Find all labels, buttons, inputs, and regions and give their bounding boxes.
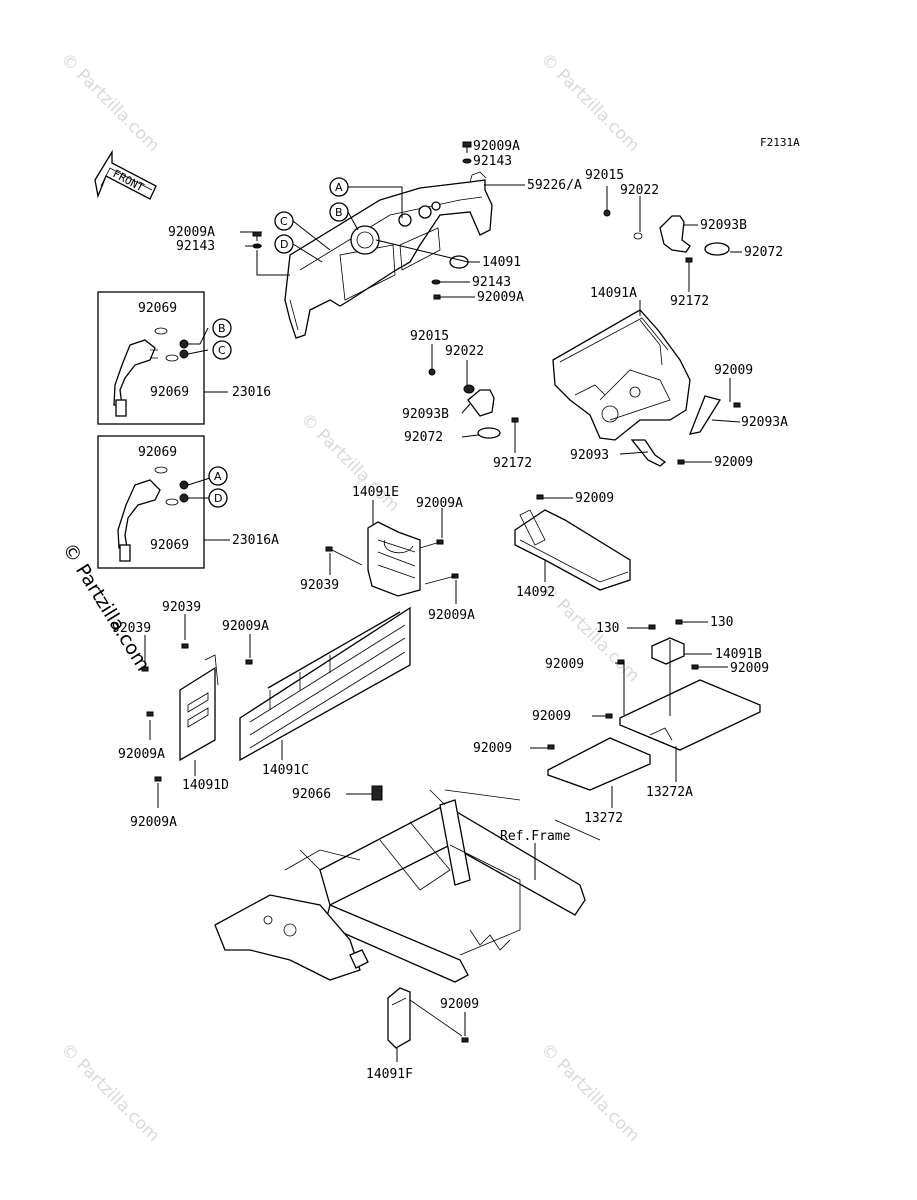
callout-group-top: A B C D (256, 177, 403, 276)
shelf-14092-part (514, 494, 631, 591)
watermark-text: © Partzilla.com (536, 49, 643, 156)
part-label: 92143 (473, 154, 512, 169)
cap-part (449, 255, 469, 269)
leader-lines-top (240, 184, 525, 298)
tray-14091a-part (552, 309, 741, 467)
watermark-text: © Partzilla.com (296, 409, 403, 516)
part-label: 14091B (715, 647, 762, 662)
part-label: 92069 (138, 445, 177, 460)
part-label: 23016A (232, 533, 279, 548)
part-label: 92039 (162, 600, 201, 615)
part-label: 92072 (744, 245, 783, 260)
harness-23016-box (97, 291, 228, 425)
part-label: 92039 (300, 578, 339, 593)
callout-d (208, 488, 228, 508)
part-label: 14091D (182, 778, 229, 793)
callout-a: A (214, 470, 222, 483)
part-label: 59226/A (527, 178, 582, 193)
bracket-14091f-part (387, 987, 469, 1062)
part-label: 92009A (222, 619, 269, 634)
part-label: 92009A (473, 139, 520, 154)
part-label: 92009 (730, 661, 769, 676)
front-arrow-icon: FRONT (94, 149, 157, 200)
part-label: 14092 (516, 585, 555, 600)
watermark-group: © Partzilla.com © Partzilla.com © Partzi… (56, 49, 643, 1146)
frame-part (214, 785, 601, 983)
part-label: 92009A (477, 290, 524, 305)
part-label: 92069 (138, 301, 177, 316)
part-label: 23016 (232, 385, 271, 400)
part-label: Ref.Frame (500, 829, 571, 844)
part-label: 13272 (584, 811, 623, 826)
part-label: 92022 (620, 183, 659, 198)
part-label: 92069 (150, 538, 189, 553)
floor-plates-part (547, 619, 761, 791)
part-label: 92066 (292, 787, 331, 802)
part-label: 14091 (482, 255, 521, 270)
harness-23016a-box (97, 435, 230, 569)
part-label: 92009 (575, 491, 614, 506)
callout-c: C (280, 215, 288, 228)
part-label: 14091A (590, 286, 637, 301)
panel-14091c-part (239, 606, 411, 762)
part-label: 92172 (670, 294, 709, 309)
part-label: 92039 (112, 621, 151, 636)
part-label: 92072 (404, 430, 443, 445)
panel-14091e-part (325, 521, 459, 597)
dash-panel-part (284, 171, 493, 339)
callout-c: C (218, 344, 226, 357)
part-label: 92093B (700, 218, 747, 233)
part-label: 92022 (445, 344, 484, 359)
part-label: 92069 (150, 385, 189, 400)
watermark-main: © Partzilla.com (58, 539, 154, 675)
callout-b: B (335, 206, 343, 219)
callout-c (212, 340, 232, 360)
part-label: 92093A (741, 415, 788, 430)
bracket-14091d-part (141, 643, 219, 782)
callout-d: D (214, 492, 222, 505)
part-label: 92093B (402, 407, 449, 422)
part-label: 92009 (545, 657, 584, 672)
watermark-text: © Partzilla.com (536, 1039, 643, 1146)
part-label: 92009A (118, 747, 165, 762)
part-label: 92009 (714, 455, 753, 470)
part-label: 92015 (585, 168, 624, 183)
bracket-92093b-part (603, 209, 730, 268)
part-label: 130 (596, 621, 619, 636)
callout-b (212, 318, 232, 338)
part-label: 92009 (440, 997, 479, 1012)
callout-b: B (218, 322, 226, 335)
part-label: 92009A (168, 225, 215, 240)
part-label: 130 (710, 615, 733, 630)
part-label: 92009 (714, 363, 753, 378)
part-label: 92009A (130, 815, 177, 830)
part-label: 92172 (493, 456, 532, 471)
part-label: 13272A (646, 785, 693, 800)
part-label: 14091E (352, 485, 399, 500)
callout-a: A (335, 181, 343, 194)
part-label: 92143 (176, 239, 215, 254)
watermark-text: © Partzilla.com (56, 49, 163, 156)
part-label: 92015 (410, 329, 449, 344)
watermark-text: © Partzilla.com (56, 1039, 163, 1146)
part-label: 14091F (366, 1067, 413, 1082)
bracket-center-part (428, 368, 519, 439)
part-label: 92009 (532, 709, 571, 724)
part-label: 14091C (262, 763, 309, 778)
figure-code: F2131A (760, 136, 800, 149)
callout-a (208, 466, 228, 486)
part-label: 92093 (570, 448, 609, 463)
part-label: 92009A (428, 608, 475, 623)
part-label: 92143 (472, 275, 511, 290)
part-label: 92009 (473, 741, 512, 756)
callout-d: D (280, 238, 288, 251)
part-label: 92009A (416, 496, 463, 511)
